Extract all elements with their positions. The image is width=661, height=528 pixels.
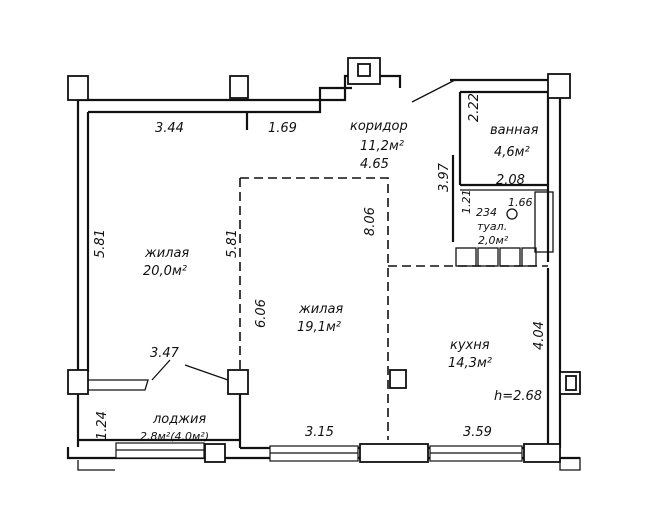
column-top-mid [229,75,249,99]
ceiling-height: h=2.68 [494,389,542,404]
dim-center-left-low: 6.06 [254,299,269,328]
room-name-living-left: жилая [144,246,189,261]
dim-toilet-label: 234 [476,206,497,219]
dim-bottom-right: 3.59 [463,425,492,440]
column-center-mid [227,369,249,395]
dim-bottom-center: 3.15 [305,425,334,440]
dim-kitchen-side: 4.04 [532,321,547,350]
dim-top-left: 3.44 [155,121,184,136]
dim-center-left-top: 5.81 [225,229,240,258]
column-left-mid [67,369,89,395]
room-area-living-left: 20,0м² [143,264,187,279]
room-name-living-center: жилая [298,302,343,317]
toilet-fixture [506,208,518,220]
dim-bath-side: 3.97 [437,162,452,192]
room-area-toilet: 2,0м² [478,234,509,247]
dim-loggia-depth: 1.24 [95,411,110,440]
dim-bath-top: 2.22 [467,93,482,122]
column-top-far-right [547,73,571,99]
dim-toilet-top: 1.66 [508,196,533,209]
windows [77,442,581,471]
labels: коридор 11,2м² 4.65 ванная 4,6м² жилая 2… [93,93,547,443]
dashed-partitions [239,177,548,440]
dim-top-mid: 1.69 [268,121,297,136]
room-name-bathroom: ванная [490,123,539,138]
room-area-bathroom: 4,6м² [494,145,530,160]
room-name-kitchen: кухня [450,338,490,353]
room-area-corridor: 11,2м² [360,139,404,154]
dim-loggia-width: 3.47 [150,346,180,361]
dim-toilet-side: 1.21 [460,190,473,215]
room-area-living-center: 19,1м² [297,320,341,335]
column-top-left [67,75,89,101]
columns [67,57,581,395]
room-name-toilet: туал. [477,220,507,233]
room-area-kitchen: 14,3м² [448,356,492,371]
column-kitchen [389,369,407,389]
dim-left-side: 5.81 [93,229,108,258]
room-area-loggia: 2,8м²(4,0м²) [140,430,209,443]
interior-walls [88,79,554,391]
room-name-loggia: лоджия [152,412,206,427]
dim-center-right: 8.06 [363,207,378,236]
room-name-corridor: коридор [350,119,408,134]
dim-corridor-length: 4.65 [360,157,389,172]
dim-bath-width: 2.08 [496,173,525,188]
